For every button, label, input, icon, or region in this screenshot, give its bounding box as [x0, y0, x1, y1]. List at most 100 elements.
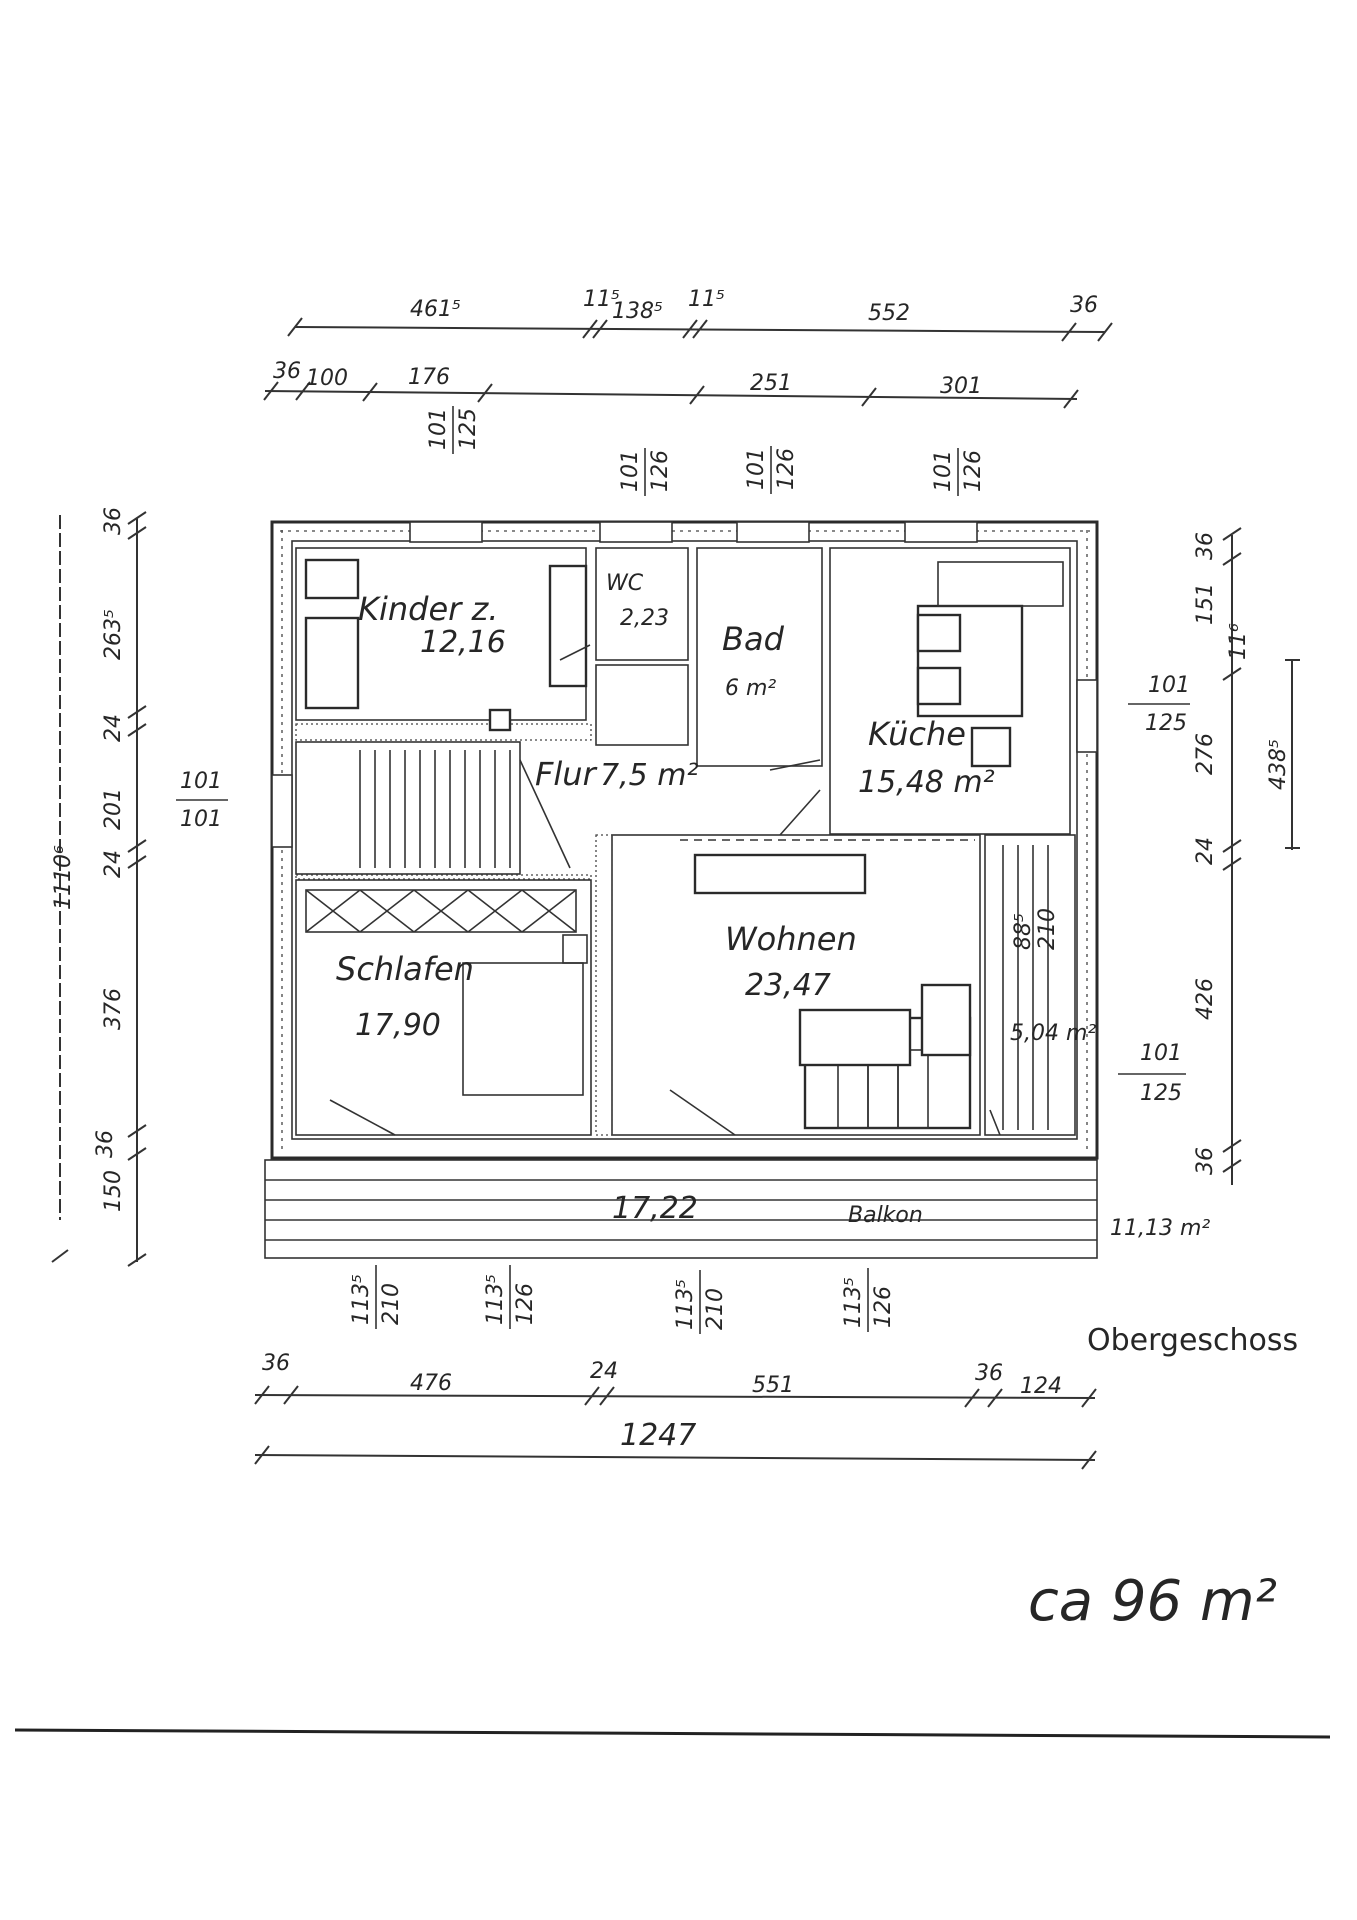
dim-right-1: 36 [1193, 532, 1218, 560]
dim-left-4: 201 [101, 788, 126, 830]
room-wc-area: 2,23 [620, 606, 669, 631]
bottom-dimension-total: 1247 [254, 1418, 1097, 1470]
dim-bottom-6: 124 [1020, 1374, 1062, 1399]
window-bottom-4-b: 126 [871, 1286, 896, 1328]
window-bottom-1-a: 113⁵ [349, 1274, 374, 1325]
room-schlafen-area: 17,90 [355, 1008, 441, 1043]
window-mark-right-1: 101 125 [1128, 673, 1190, 736]
dim-right-total: 438⁵ [1266, 739, 1291, 790]
window-right-2-a: 101 [1140, 1041, 1182, 1066]
building [264, 520, 1099, 1259]
dim-right-5: 24 [1193, 837, 1218, 865]
dim-left-5: 24 [101, 850, 126, 878]
loggia-hatch [1002, 845, 1049, 1130]
dim-left-6: 376 [101, 988, 126, 1030]
loggia-dims: 88⁵ 210 [1011, 908, 1060, 950]
bed-schlafen [462, 934, 588, 1096]
window-bottom-2-b: 126 [513, 1283, 538, 1325]
dim-bottom-total: 1247 [620, 1418, 696, 1453]
dim-top-inner-2: 100 [306, 366, 348, 391]
room-bad-label: Bad [722, 620, 785, 658]
room-balkon-area: 17,22 [612, 1191, 698, 1226]
window-top-2-a: 101 [618, 450, 643, 492]
window-top-3-b: 126 [774, 448, 799, 490]
wohnen-furniture [680, 839, 975, 1130]
window-bottom-1-b: 210 [379, 1283, 404, 1325]
room-kueche-area: 15,48 m² [858, 765, 995, 800]
dim-left-2: 263⁵ [101, 609, 126, 660]
loggia-area: 5,04 m² [1010, 1021, 1096, 1046]
window-top-3-a: 101 [744, 448, 769, 490]
dim-top-6: 36 [1070, 293, 1098, 318]
room-wohnen-area: 23,47 [745, 968, 831, 1003]
dim-bottom-1: 36 [262, 1351, 290, 1376]
dim-top-inner-5: 301 [940, 374, 982, 399]
room-bad-area: 6 m² [725, 676, 776, 701]
dim-top-3: 138⁵ [612, 299, 663, 324]
window-top-1-a: 101 [426, 408, 451, 450]
dim-top-inner-4: 251 [750, 371, 792, 396]
dim-top-1: 461⁵ [410, 297, 461, 322]
room-labels: Kinder z. 12,16 WC 2,23 Bad 6 m² Küche 1… [336, 571, 1210, 1241]
room-balkon-label: Balkon [848, 1203, 923, 1228]
window-mark-left: 101 101 [176, 769, 228, 832]
window-right-1-a: 101 [1148, 673, 1190, 698]
dim-top-5: 552 [868, 301, 910, 326]
dim-bottom-5: 36 [975, 1361, 1003, 1386]
kueche-furniture [916, 561, 1064, 768]
kinderzimmer-furniture [304, 558, 588, 732]
right-dimension-chain: 36 151 11⁶ 276 24 426 36 438⁵ [1193, 527, 1300, 1185]
window-marks-bottom: 113⁵ 210 113⁵ 126 113⁵ 210 113⁵ 126 [349, 1265, 896, 1334]
dim-top-4: 11⁵ [688, 287, 725, 312]
dim-right-2: 151 [1193, 583, 1218, 625]
window-left-b: 101 [180, 807, 222, 832]
staircase [359, 750, 571, 869]
dim-bottom-3: 24 [590, 1359, 618, 1384]
room-wc-label: WC [606, 571, 644, 596]
room-schlafen-label: Schlafen [336, 950, 474, 988]
balkon [264, 1159, 1098, 1259]
window-bottom-3-b: 210 [703, 1288, 728, 1330]
room-wohnen-label: Wohnen [725, 920, 857, 958]
dim-left-8: 150 [101, 1170, 126, 1212]
room-kinderzimmer-label: Kinder z. [358, 590, 498, 628]
top-dimension-chain-outer: 461⁵ 11⁵ 138⁵ 11⁵ 552 36 [287, 287, 1113, 342]
dim-right-4: 276 [1193, 733, 1218, 775]
dim-right-6: 426 [1193, 978, 1218, 1020]
window-left-a: 101 [180, 769, 222, 794]
loggia-dim-b: 210 [1035, 908, 1060, 950]
room-flur-label: Flur [535, 755, 598, 793]
window-right-1-b: 125 [1145, 711, 1187, 736]
top-dimension-chain-inner: 36 100 176 251 301 [263, 359, 1079, 409]
window-bottom-3-a: 113⁵ [673, 1279, 698, 1330]
room-kueche-label: Küche [868, 715, 966, 753]
floor-title: Obergeschoss [1087, 1323, 1298, 1358]
window-top-4-b: 126 [961, 450, 986, 492]
door-swings [329, 644, 1001, 1136]
dim-left-7: 36 [93, 1130, 118, 1158]
room-flur-area: 7,5 m² [600, 758, 699, 793]
window-top-2-b: 126 [648, 450, 673, 492]
window-bottom-2-a: 113⁵ [483, 1274, 508, 1325]
loggia-dim-a: 88⁵ [1011, 913, 1036, 950]
dim-bottom-2: 476 [410, 1371, 452, 1396]
room-kinderzimmer-area: 12,16 [420, 625, 506, 660]
window-right-2-b: 125 [1140, 1081, 1182, 1106]
page-divider [14, 1728, 1331, 1739]
dim-right-7: 36 [1193, 1147, 1218, 1175]
window-mark-right-2: 101 125 [1118, 1041, 1186, 1106]
dim-top-inner-1: 36 [273, 359, 301, 384]
window-top-4-a: 101 [931, 450, 956, 492]
dim-left-total: 1110⁶ [51, 845, 76, 910]
wardrobe [305, 889, 577, 933]
window-bottom-4-a: 113⁵ [841, 1277, 866, 1328]
window-top-1-b: 125 [456, 408, 481, 450]
window-marks-top: 101 125 101 126 101 126 101 126 [426, 406, 986, 496]
terrasse-area-note: 11,13 m² [1110, 1216, 1210, 1241]
dim-left-3: 24 [101, 714, 126, 742]
left-dimension-chain: 36 263⁵ 24 201 24 376 36 150 1110⁶ [51, 507, 147, 1267]
dim-bottom-4: 551 [752, 1373, 794, 1398]
total-area: ca 96 m² [1028, 1569, 1277, 1634]
dim-top-2: 11⁵ [583, 287, 620, 312]
